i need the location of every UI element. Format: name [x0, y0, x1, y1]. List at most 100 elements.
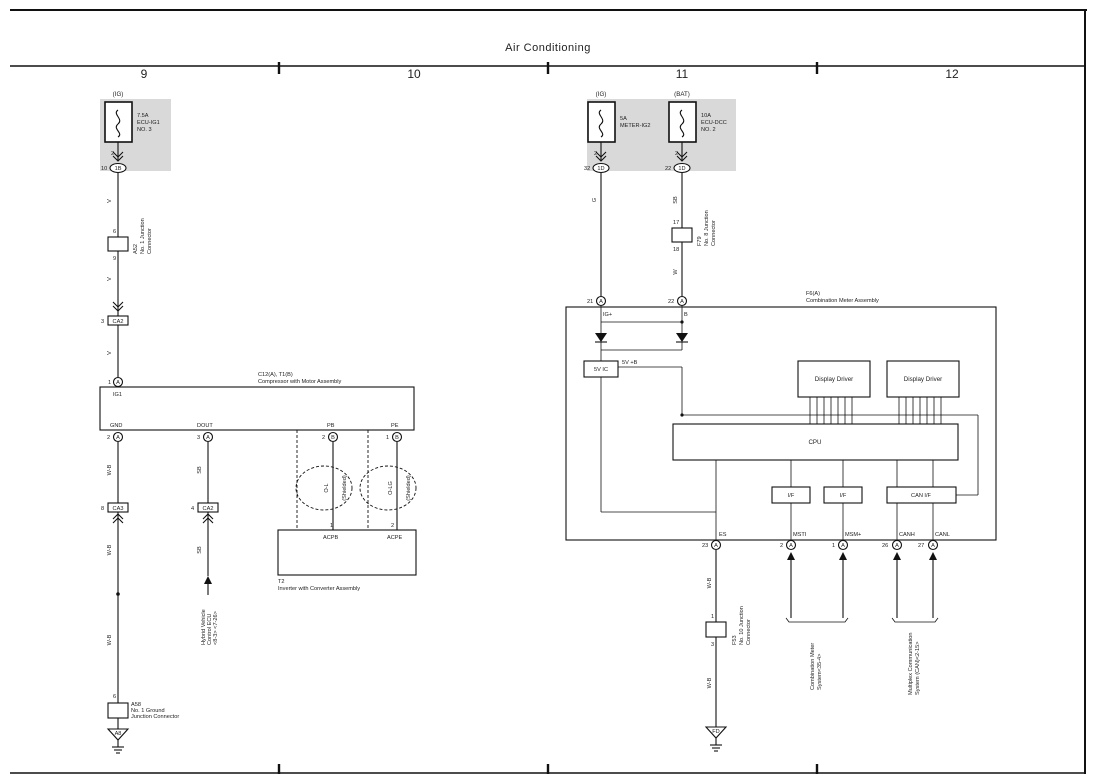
inverter-assembly: ACPB ACPE T2 Inverter with Converter Ass…	[277, 529, 417, 592]
svg-text:PB: PB	[327, 423, 335, 429]
svg-text:I/F: I/F	[788, 493, 795, 499]
connector-chevron-icon	[112, 151, 124, 162]
wire-ig1: V 6 9 A52 No. 1 Junction Connector V CA2…	[101, 173, 153, 377]
svg-text:1: 1	[832, 543, 835, 549]
svg-text:GND: GND	[110, 423, 122, 429]
svg-text:ACPB: ACPB	[323, 535, 339, 541]
fuse-element-icon	[115, 109, 121, 138]
svg-text:SB: SB	[673, 196, 679, 204]
svg-text:21: 21	[587, 299, 593, 305]
svg-text:<8-3> <7-26>: <8-3> <7-26>	[213, 611, 219, 645]
svg-text:B: B	[395, 435, 399, 441]
svg-text:6: 6	[113, 694, 116, 700]
zone-label: 11	[676, 67, 689, 81]
svg-text:V: V	[107, 351, 113, 355]
svg-text:(Shielded): (Shielded)	[406, 475, 412, 501]
connector-oval	[109, 162, 127, 174]
svg-text:3: 3	[711, 642, 714, 648]
bracket	[785, 617, 849, 623]
wire-meter-system: Combination Meter System<35-4>	[785, 552, 849, 690]
inverter-box	[277, 529, 417, 576]
pin-circle	[202, 431, 214, 443]
svg-text:5V IC: 5V IC	[594, 367, 608, 373]
svg-text:A: A	[895, 543, 899, 549]
svg-text:32: 32	[584, 166, 590, 172]
svg-text:A8: A8	[115, 731, 122, 737]
diode-icon	[595, 333, 607, 342]
svg-text:3: 3	[197, 435, 200, 441]
compressor-box	[99, 386, 415, 431]
svg-text:A: A	[116, 435, 120, 441]
pin-circle	[676, 295, 688, 307]
wire-es-ground: W-B 1 3 F53 No. 10 Junction Connector W-…	[704, 550, 752, 752]
svg-text:(BAT): (BAT)	[674, 91, 690, 98]
svg-text:SB: SB	[197, 546, 203, 554]
fuse-element-icon	[679, 109, 685, 138]
svg-text:A: A	[680, 299, 684, 305]
shield-ellipse	[359, 465, 417, 511]
svg-text:3: 3	[101, 319, 104, 325]
connector-oval	[673, 162, 691, 174]
svg-text:CAN I/F: CAN I/F	[911, 493, 931, 499]
svg-text:5A: 5A	[620, 116, 627, 122]
shield-ellipse	[295, 465, 353, 511]
svg-text:METER-IG2: METER-IG2	[620, 123, 650, 129]
svg-text:F53: F53	[732, 635, 738, 645]
svg-text:CA2: CA2	[203, 506, 214, 512]
junction-a52	[107, 236, 129, 252]
fuse-symbol	[104, 101, 133, 143]
junction-f53	[705, 621, 727, 638]
wire-meter-b: SB 17 18 F79 No. 8 Junction Connector W	[671, 173, 717, 296]
wire-gnd: W-B CA3 8 W-B W-B 6 A58 No. 1 Ground Jun…	[101, 442, 179, 754]
fuse-symbol	[668, 101, 697, 143]
svg-text:ACPE: ACPE	[387, 535, 403, 541]
svg-text:NO. 2: NO. 2	[701, 127, 716, 133]
pin-circle	[595, 295, 607, 307]
pin-circle	[391, 431, 403, 443]
connector-chevron-icon	[112, 301, 124, 312]
svg-text:27: 27	[918, 543, 924, 549]
svg-text:CA2: CA2	[113, 319, 124, 325]
svg-text:10: 10	[101, 166, 107, 172]
svg-text:Connector: Connector	[147, 228, 153, 254]
bracket	[891, 617, 939, 623]
fuse-ecu-dcc: (BAT) 10A ECU-DCC NO. 2 2 1D 22	[665, 91, 727, 174]
svg-text:MSM+: MSM+	[845, 532, 861, 538]
can-interface-box	[886, 486, 957, 504]
svg-text:O-LG: O-LG	[388, 481, 394, 495]
svg-text:(Shielded): (Shielded)	[342, 475, 348, 501]
fuse-meter-ig2: (IG) 5A METER-IG2 2 1D 32	[584, 91, 650, 174]
svg-text:A: A	[714, 543, 718, 549]
svg-text:7.5A: 7.5A	[137, 113, 149, 119]
svg-text:Inverter with Converter Assemb: Inverter with Converter Assembly	[278, 586, 360, 592]
splice-dot	[680, 413, 684, 417]
wire-can-system: Multiplex Communication System (CAN)<2-1…	[891, 552, 939, 695]
svg-text:A58: A58	[131, 702, 141, 708]
svg-text:G: G	[592, 198, 598, 202]
svg-text:CA3: CA3	[113, 506, 124, 512]
svg-text:2: 2	[322, 435, 325, 441]
ground-connector-triangle	[106, 728, 130, 741]
svg-text:(IG): (IG)	[596, 91, 607, 98]
svg-text:IG+: IG+	[603, 312, 612, 318]
svg-text:4: 4	[191, 506, 194, 512]
wire-dout: SB CA2 4 SB Hybrid Vehicle Control ECU <…	[191, 442, 219, 645]
svg-text:B: B	[684, 312, 688, 318]
svg-text:17: 17	[673, 220, 679, 226]
svg-text:W-B: W-B	[707, 577, 713, 588]
svg-text:Connector: Connector	[711, 220, 717, 246]
svg-text:V: V	[107, 277, 113, 281]
svg-text:1: 1	[386, 435, 389, 441]
pin-circle	[927, 539, 939, 551]
svg-text:System<35-4>: System<35-4>	[817, 654, 823, 690]
svg-text:A: A	[116, 380, 120, 386]
display-driver-2	[886, 360, 960, 398]
zone-label: 12	[945, 67, 959, 81]
svg-text:PE: PE	[391, 423, 399, 429]
svg-text:No. 1 Junction: No. 1 Junction	[140, 218, 146, 254]
svg-text:I/F: I/F	[840, 493, 847, 499]
fuse-ecu-ig1: (IG) 7.5A ECU-IG1 NO. 3 2 1B 10	[100, 91, 171, 174]
svg-text:23: 23	[702, 543, 708, 549]
svg-text:Combination Meter: Combination Meter	[810, 643, 816, 690]
svg-text:Junction Connector: Junction Connector	[131, 714, 179, 720]
